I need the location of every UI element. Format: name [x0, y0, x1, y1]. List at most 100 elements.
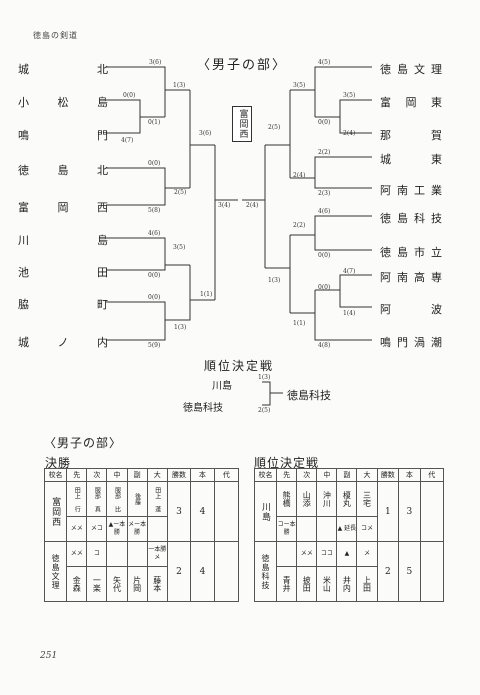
champion-name: 富岡西: [237, 109, 248, 139]
col-header: 次: [86, 468, 108, 482]
rep-cell: [213, 481, 240, 542]
score: 0(0): [318, 252, 331, 259]
player-name: 上田: [362, 576, 372, 592]
playoff-score-2: 2(5): [258, 407, 271, 414]
score: 0(0): [123, 92, 136, 99]
score: 4(6): [148, 230, 161, 237]
player-name: 片岡: [132, 576, 142, 592]
score: 2(5): [268, 124, 281, 131]
team-name: 脇町: [18, 298, 108, 311]
col-header: 代: [213, 468, 240, 482]
final-label: 決勝: [45, 456, 72, 470]
mark-cell: メコ: [86, 516, 108, 542]
score: 4(7): [343, 268, 356, 275]
score: 3(6): [149, 59, 162, 66]
champion-box: 富岡西: [232, 106, 252, 142]
player-cell: 榎丸: [336, 481, 358, 517]
score: 2(3): [318, 190, 331, 197]
mark-cell: コー本勝: [276, 516, 298, 542]
player-cell: 田上 蓬: [146, 481, 168, 517]
player-cell: 沖川: [316, 481, 338, 517]
page-number: 251: [40, 651, 58, 661]
player-name: 後藤: [133, 493, 141, 505]
points-cell: 4: [190, 541, 215, 602]
team-name: 徳島北: [18, 164, 108, 177]
score: 4(5): [318, 59, 331, 66]
wins-cell: 2: [376, 541, 400, 602]
left-team-5: 富岡西: [18, 199, 108, 215]
team-name: 阿波: [380, 303, 442, 316]
team-name: 徳島科技: [380, 212, 442, 225]
score: 1(4): [343, 310, 356, 317]
col-header: 校名: [43, 468, 68, 482]
mark-cell: [146, 516, 168, 542]
player-cell: 金森: [66, 566, 88, 602]
left-team-8: 脇町: [18, 296, 108, 312]
player-name: 田上 行: [73, 486, 81, 512]
rep-cell: [419, 541, 445, 602]
score: 2(4): [293, 172, 306, 179]
team-name: 鳴門渦潮: [380, 336, 442, 349]
left-team-7: 池田: [18, 264, 108, 280]
player-name: 榎丸: [342, 491, 352, 507]
player-cell: 上田: [356, 566, 378, 602]
team-name: 阿南工業: [380, 184, 442, 197]
wins-cell: 3: [166, 481, 192, 542]
mark-cell: ▲ 延長: [336, 516, 358, 542]
score: 2(2): [318, 149, 331, 156]
team-name: 徳島文理: [380, 63, 442, 76]
player-name: 青井: [282, 576, 292, 592]
left-team-3: 鳴門: [18, 127, 108, 143]
mark-cell: メメ: [66, 541, 88, 567]
score: 1(1): [293, 320, 306, 327]
right-team-6: 徳島科技: [380, 210, 442, 226]
mark-cell: メ: [356, 541, 378, 567]
score: 0(0): [148, 160, 161, 167]
record-title: 〈男子の部〉: [44, 436, 123, 450]
player-cell: 服部 比: [106, 481, 128, 517]
team-name: 小松島: [18, 96, 108, 109]
playoff-team-2: 徳島科技: [183, 403, 223, 414]
player-cell: 青井: [276, 566, 298, 602]
team-name: 富岡西: [50, 496, 61, 527]
col-header: 中: [106, 468, 128, 482]
team-name-cell: 川島: [253, 481, 278, 542]
score: 2(4): [246, 202, 259, 209]
team-name: 富岡東: [380, 96, 442, 109]
bracket-title: 〈男子の部〉: [197, 58, 288, 73]
player-name: 山添: [302, 491, 312, 507]
team-name: 徳島文理: [51, 553, 61, 590]
player-cell: 田上 行: [66, 481, 88, 517]
playoff-team-1: 川島: [212, 381, 232, 392]
col-header: 中: [316, 468, 338, 482]
mark-cell: コ: [86, 541, 108, 567]
player-name: 井内: [342, 576, 352, 592]
col-header: 大: [356, 468, 378, 482]
score: 0(1): [148, 119, 161, 126]
mark-cell: メメ: [296, 541, 318, 567]
col-header: 次: [296, 468, 318, 482]
score: 3(4): [218, 202, 231, 209]
player-cell: 矢代: [106, 566, 128, 602]
player-name: 熊橋: [282, 491, 292, 507]
col-header: 先: [276, 468, 298, 482]
col-header: 本: [190, 468, 215, 482]
mark-cell: [126, 541, 148, 567]
player-name: 披田: [302, 576, 312, 592]
player-cell: 藤本: [146, 566, 168, 602]
team-name: 徳島科技: [261, 553, 271, 590]
player-cell: 熊橋: [276, 481, 298, 517]
points-cell: 5: [398, 541, 421, 602]
player-cell: 服部 真: [86, 481, 108, 517]
team-name: 川島: [260, 501, 271, 522]
team-name-cell: 徳島科技: [253, 541, 278, 602]
team-name: 川島: [18, 234, 108, 247]
final-record-table: 校名 先 次 中 副 大 勝数 本 代 富岡西 田上 行 服部 真 服部 比 後…: [43, 468, 240, 602]
score: 0(0): [318, 284, 331, 291]
left-team-6: 川島: [18, 232, 108, 248]
col-header: 代: [419, 468, 445, 482]
playoff-score-1: 1(3): [258, 374, 271, 381]
col-header: 大: [146, 468, 168, 482]
right-team-3: 那賀: [380, 127, 442, 143]
player-cell: 後藤: [126, 481, 148, 517]
